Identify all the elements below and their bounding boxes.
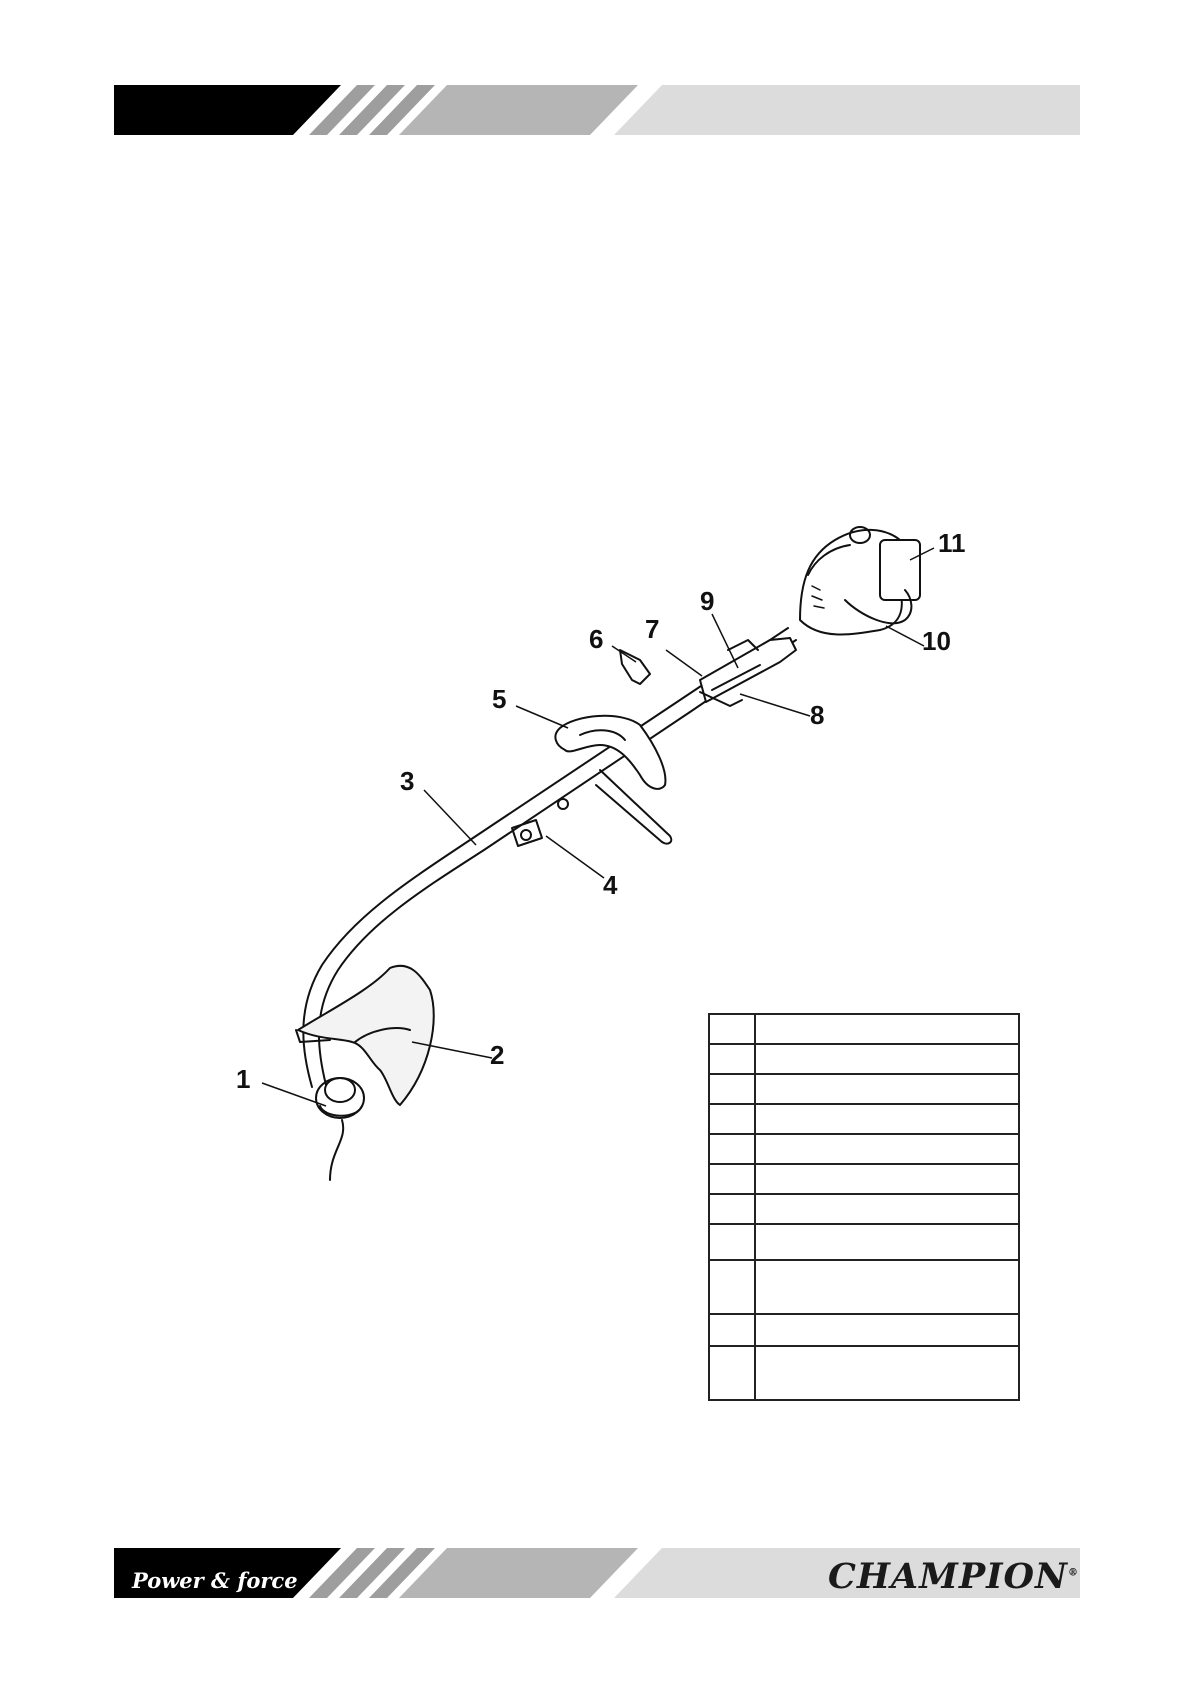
callout-9: 9: [700, 586, 715, 616]
callout-10: 10: [922, 626, 951, 656]
part-number-cell: [708, 1013, 756, 1045]
trimmer-line: [329, 1119, 345, 1181]
callout-1: 1: [236, 1064, 251, 1094]
parts-table: [708, 1013, 1020, 1401]
table-row: [708, 1133, 1020, 1165]
registered-mark: ®: [1068, 1567, 1079, 1579]
part-description-cell: [754, 1073, 1020, 1105]
part-number-cell: [708, 1043, 756, 1075]
header-band: [114, 85, 1080, 135]
callout-5: 5: [492, 684, 507, 714]
table-row: [708, 1013, 1020, 1045]
part-description-cell: [754, 1223, 1020, 1261]
throttle-handle: [699, 637, 797, 703]
table-row: [708, 1223, 1020, 1261]
callout-6: 6: [589, 624, 604, 654]
champion-logo: CHAMPION®: [828, 1556, 1079, 1597]
callout-4: 4: [603, 870, 618, 900]
part-number-cell: [708, 1223, 756, 1261]
part-description-cell: [754, 1345, 1020, 1401]
part-description-cell: [754, 1013, 1020, 1045]
part-description-cell: [754, 1043, 1020, 1075]
table-row: [708, 1193, 1020, 1225]
footer-slogan: Power & force: [132, 1568, 298, 1593]
part-number-cell: [708, 1313, 756, 1347]
table-row: [708, 1103, 1020, 1135]
footer-band: [114, 1548, 1080, 1598]
table-row: [708, 1259, 1020, 1315]
part-number-cell: [708, 1193, 756, 1225]
callout-8: 8: [810, 700, 825, 730]
drive-shaft: [302, 627, 789, 1088]
callout-2: 2: [490, 1040, 505, 1070]
fuel-tank: [844, 589, 913, 625]
lockout-lever: [619, 649, 651, 685]
part-number-cell: [708, 1345, 756, 1401]
part-description-cell: [754, 1259, 1020, 1315]
part-description-cell: [754, 1163, 1020, 1195]
shaft-clamp: [511, 819, 543, 847]
air-filter-cover: [879, 539, 921, 601]
table-row: [708, 1313, 1020, 1347]
table-row: [708, 1073, 1020, 1105]
part-number-cell: [708, 1163, 756, 1195]
part-number-cell: [708, 1133, 756, 1165]
callout-7: 7: [645, 614, 660, 644]
loop-handle: [554, 714, 667, 790]
callout-3: 3: [400, 766, 415, 796]
table-row: [708, 1345, 1020, 1401]
part-number-cell: [708, 1103, 756, 1135]
part-description-cell: [754, 1103, 1020, 1135]
table-row: [708, 1163, 1020, 1195]
table-row: [708, 1043, 1020, 1075]
part-number-cell: [708, 1259, 756, 1315]
part-description-cell: [754, 1133, 1020, 1165]
part-description-cell: [754, 1193, 1020, 1225]
part-description-cell: [754, 1313, 1020, 1347]
logo-text: CHAMPION: [828, 1556, 1068, 1597]
callout-11: 11: [938, 528, 966, 558]
part-number-cell: [708, 1073, 756, 1105]
